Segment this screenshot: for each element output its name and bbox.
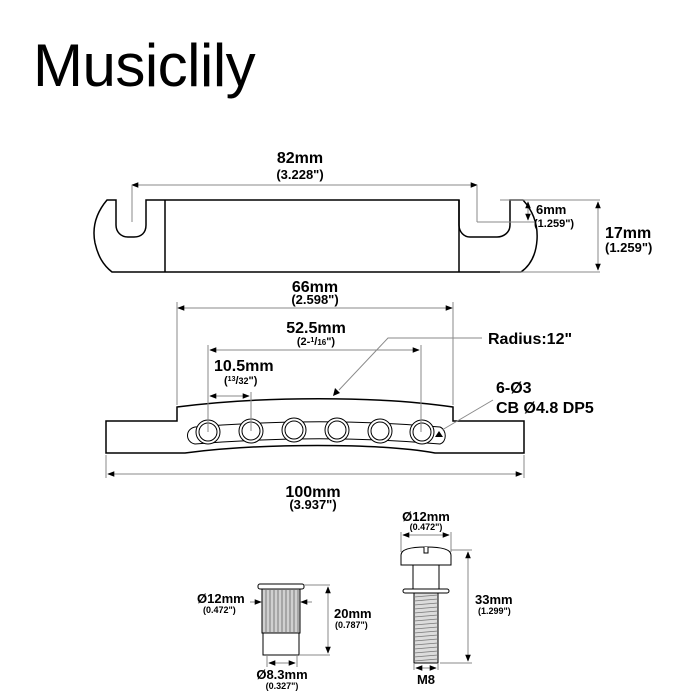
brand-title: Musiclily [33, 32, 256, 99]
dim-label-6mm: 6mm [536, 202, 566, 217]
radius-leader-line [338, 337, 482, 391]
dim-label-82mm-inch: (3.228") [276, 167, 323, 182]
bushing-inner-diameter-inch: (0.327") [266, 681, 299, 691]
dim-label-66mm-inch: (2.598") [291, 292, 338, 307]
bushing-height-inch: (0.787") [335, 620, 368, 630]
dim-label-52-5mm: 52.5mm [286, 320, 346, 337]
bushing-flange [257, 583, 305, 590]
bushing-inner-diameter-label: Ø8.3mm [256, 667, 307, 682]
bushing-body [262, 632, 300, 656]
radius-note: Radius:12" [488, 331, 572, 348]
insert-bushing: Ø12mm (0.472") 20mm (0.787") Ø8.3mm (0.3… [197, 583, 372, 691]
dim-label-66mm: 66mm [292, 279, 338, 296]
dim-label-100mm: 100mm [285, 484, 340, 501]
bushing-height-label: 20mm [334, 606, 372, 621]
dim-label-6mm-inch: (1.259") [534, 218, 574, 230]
screw-length-label: 33mm [475, 592, 513, 607]
dim-label-10-5mm-inch: (13/32") [224, 375, 258, 387]
stud-screw: Ø12mm (0.472") 33mm (1.299") M8 [400, 509, 513, 687]
screw-head-diameter-inch: (0.472") [410, 522, 443, 532]
screw-shank [412, 564, 440, 590]
bushing-diameter-inch: (0.472") [203, 605, 236, 615]
hole-note-leader-line [441, 399, 494, 431]
dim-label-17mm: 17mm [605, 225, 651, 242]
dim-label-10-5mm: 10.5mm [214, 358, 274, 375]
bushing-diameter-label: Ø12mm [197, 591, 245, 606]
hole-note-line1: 6-Ø3 [496, 380, 532, 397]
dim-label-100mm-inch: (3.937") [289, 497, 336, 512]
screw-slot [423, 547, 429, 554]
dim-label-52-5mm-inch: (2-1/16") [297, 336, 336, 348]
hole-note-line2: CB Ø4.8 DP5 [496, 400, 594, 417]
dim-label-82mm: 82mm [277, 150, 323, 167]
screw-head-diameter-label: Ø12mm [402, 509, 450, 524]
thread-size-label: M8 [417, 672, 435, 687]
hole-callout-arrow-icon [435, 431, 443, 437]
dim-label-17mm-inch: (1.259") [605, 240, 652, 255]
tailpiece-top-outline [93, 199, 538, 273]
screw-washer [402, 588, 450, 594]
screw-length-inch: (1.299") [478, 606, 511, 616]
tailpiece-top-view: 82mm (3.228") 6mm (1.259") 17mm (1.259") [93, 150, 652, 273]
tailpiece-front-view: 66mm (2.598") 52.5mm (2-1/16") 10.5mm (1… [105, 279, 594, 512]
